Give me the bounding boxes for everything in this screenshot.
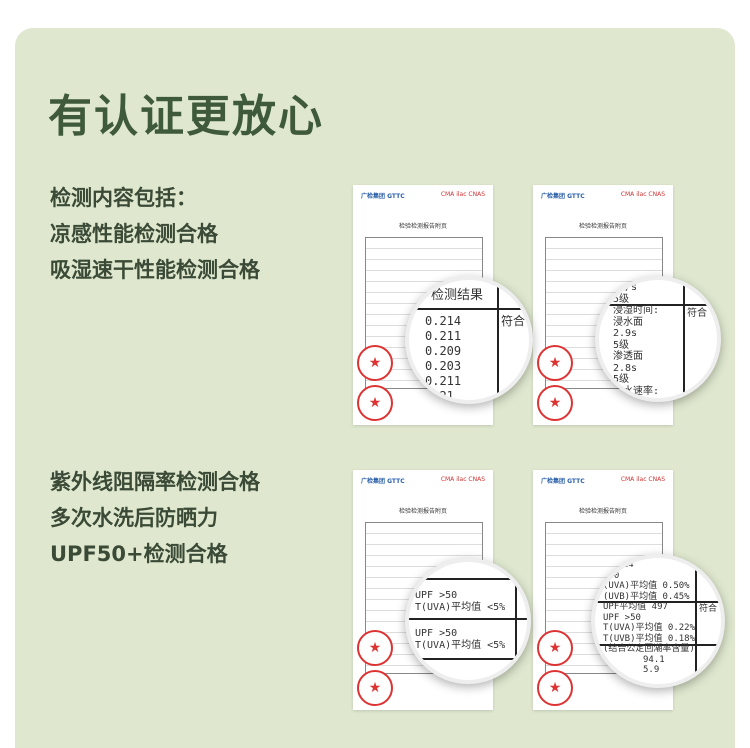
line: 渗透面 xyxy=(613,351,643,362)
line: >50 xyxy=(603,570,620,581)
text-line: UPF50+检测合格 xyxy=(50,542,228,566)
verdict: 符合 xyxy=(699,604,718,614)
line: UPF >50 xyxy=(415,590,458,601)
value: 0.203 xyxy=(425,359,462,373)
line: (UVA)平均值 0.50% xyxy=(603,581,690,591)
line: 5.9 xyxy=(643,665,660,675)
cert-logos: CMA ilac CNAS xyxy=(440,191,485,198)
line: T(UVB)平均值 0.18% xyxy=(603,633,696,644)
line: 吸水速率: xyxy=(613,385,660,397)
report-title: 检验检测报告附页 xyxy=(578,223,627,230)
report-title: 检验检测报告附页 xyxy=(578,508,627,515)
stamp-icon: ★ xyxy=(537,385,573,421)
line: 5级 xyxy=(613,339,630,351)
org-logo: 广检集团 GTTC xyxy=(361,193,405,200)
line: (UVB)平均值 0.45% xyxy=(603,591,690,602)
verdict: 符合 xyxy=(687,308,707,319)
value: 0.209 xyxy=(425,344,462,358)
text-line: 紫外线阻隔率检测合格 xyxy=(50,470,260,494)
line: UPF >50 xyxy=(415,628,458,639)
line: T(UVA)平均值 <5% xyxy=(415,640,506,651)
cert-logos: CMA ilac CNAS xyxy=(620,476,665,483)
magnifier-quick-dry: mm/s 5级 浸湿时间: 浸水面 2.9s 5级 渗透面 2.8s 5级 吸水… xyxy=(595,276,721,402)
line: T(UVA)平均值 0.22% xyxy=(603,623,696,633)
stamp-icon: ★ xyxy=(357,345,393,381)
stamp-icon: ★ xyxy=(357,630,393,666)
stamp-icon: ★ xyxy=(357,385,393,421)
line: UPF平均值 497 xyxy=(603,602,668,612)
page-title: 有认证更放心 xyxy=(48,91,324,142)
result-header: 检测结果 xyxy=(431,288,484,303)
org-logo: 广检集团 GTTC xyxy=(541,478,585,485)
report-title: 检验检测报告附页 xyxy=(398,223,447,230)
stamp-icon: ★ xyxy=(537,345,573,381)
stamp-icon: ★ xyxy=(537,670,573,706)
value: 0.211 xyxy=(425,329,462,343)
line: 浸湿时间: xyxy=(613,305,660,316)
value: 0.211 xyxy=(425,374,462,388)
text-line: 凉感性能检测合格 xyxy=(50,222,218,246)
stamp-icon: ★ xyxy=(357,670,393,706)
report-title: 检验检测报告附页 xyxy=(398,508,447,515)
line: 2.9s xyxy=(613,328,638,339)
value: 0.21 xyxy=(425,389,454,403)
org-logo: 广检集团 GTTC xyxy=(541,193,585,200)
test-items-2: 紫外线阻隔率检测合格 多次水洗后防晒力 UPF50+检测合格 xyxy=(50,464,260,572)
test-items-1: 检测内容包括： 凉感性能检测合格 吸湿速干性能检测合格 xyxy=(50,180,260,288)
line: T(UVA)平均值 <5% xyxy=(415,602,506,613)
line: 值 224 xyxy=(603,560,634,570)
line: 2.8s xyxy=(613,362,638,374)
line: 5级 xyxy=(613,293,630,305)
cert-logos: CMA ilac CNAS xyxy=(620,191,665,198)
line: 94.1 xyxy=(643,654,665,665)
stamp-icon: ★ xyxy=(537,630,573,666)
line: UPF >50 xyxy=(603,612,641,623)
text-line: 检测内容包括： xyxy=(50,186,197,210)
line: mm/s xyxy=(613,282,638,293)
value: 0.214 xyxy=(425,314,462,328)
verdict: 符合 xyxy=(501,314,526,328)
magnifier-upf-washed: 值 224 >50 (UVA)平均值 0.50% (UVB)平均值 0.45% … xyxy=(591,554,725,688)
line: (结合公定回潮率含量) xyxy=(603,644,695,654)
cert-logos: CMA ilac CNAS xyxy=(440,476,485,483)
magnifier-cooling: 检测结果 0.214 0.211 0.209 0.203 0.211 0.21 … xyxy=(405,276,533,404)
line: 5级 xyxy=(613,374,630,385)
text-line: 吸湿速干性能检测合格 xyxy=(50,258,260,282)
text-line: 多次水洗后防晒力 xyxy=(50,506,218,530)
org-logo: 广检集团 GTTC xyxy=(361,478,405,485)
line: 浸水面 xyxy=(613,316,643,328)
